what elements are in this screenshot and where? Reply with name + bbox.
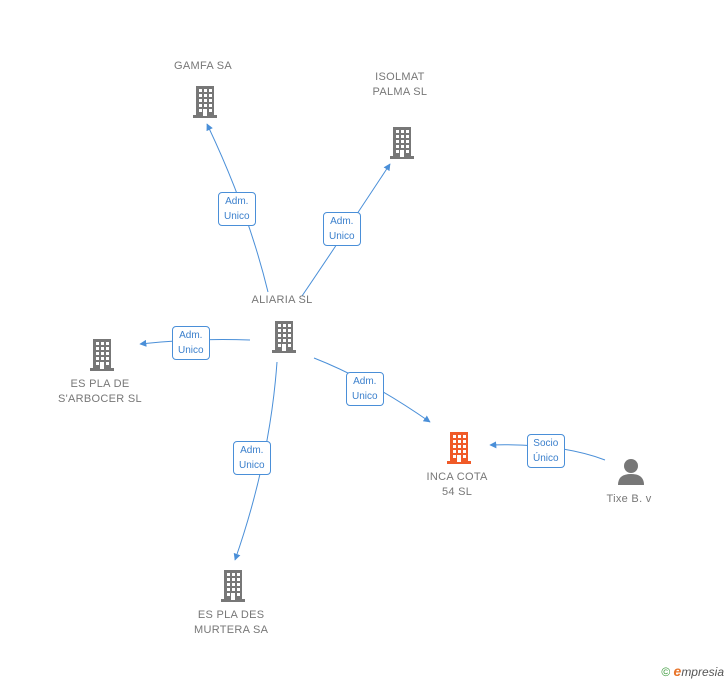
edge-label-line: Adm. — [240, 445, 264, 456]
copyright-symbol: © — [661, 665, 671, 679]
edge-label-line: Unico — [329, 231, 355, 242]
node-label-tixe[interactable]: Tixe B. v — [607, 492, 652, 507]
node-label-incacota[interactable]: INCA COTA 54 SL — [427, 470, 488, 500]
node-label-line: ALIARIA SL — [251, 294, 313, 306]
node-label-line: PALMA SL — [372, 86, 428, 98]
edge-label-line: Adm. — [353, 376, 377, 387]
node-label-line: Tixe B. v — [606, 493, 652, 505]
edge-label-line: Adm. — [225, 196, 249, 207]
node-label-line: 54 SL — [441, 486, 473, 498]
edge-label-aliaria-esplamurt[interactable]: Adm. Unico — [233, 441, 271, 475]
edge-label-line: Unico — [178, 345, 204, 356]
empresia-footer: © empresia — [661, 663, 724, 679]
edge-label-aliaria-incacota[interactable]: Adm. Unico — [346, 372, 384, 406]
edge-label-line: Unico — [239, 460, 265, 471]
node-label-line: S'ARBOCER SL — [58, 393, 142, 405]
node-label-aliaria[interactable]: ALIARIA SL — [252, 293, 313, 308]
edge-label-aliaria-isolmat[interactable]: Adm. Unico — [323, 212, 361, 246]
node-label-isolmat[interactable]: ISOLMAT PALMA SL — [373, 70, 428, 100]
node-label-line: ISOLMAT — [375, 71, 425, 83]
node-label-line: MURTERA SA — [194, 624, 269, 636]
node-label-esplamurt[interactable]: ES PLA DES MURTERA SA — [194, 608, 268, 638]
empresia-logo-text: mpresia — [681, 665, 724, 679]
empresia-logo-e: e — [673, 663, 682, 679]
building-icon-esplasarb[interactable] — [90, 339, 114, 371]
edge-label-line: Socio — [533, 438, 559, 449]
node-label-line: ES PLA DE — [70, 378, 130, 390]
edge-label-line: Adm. — [330, 216, 354, 227]
building-icon-incacota[interactable] — [447, 432, 471, 464]
building-icon-isolmat[interactable] — [390, 127, 414, 159]
node-label-line: ES PLA DES — [197, 609, 265, 621]
edge-label-aliaria-gamfa[interactable]: Adm. Unico — [218, 192, 256, 226]
node-label-esplasarb[interactable]: ES PLA DE S'ARBOCER SL — [58, 377, 142, 407]
building-icon-esplamurt[interactable] — [221, 570, 245, 602]
person-icon-tixe[interactable] — [618, 459, 644, 485]
node-label-line: INCA COTA — [426, 471, 488, 483]
building-icon-aliaria[interactable] — [272, 321, 296, 353]
edge-label-line: Único — [533, 453, 559, 464]
edge-label-line: Adm. — [179, 330, 203, 341]
edge-label-line: Unico — [224, 211, 250, 222]
building-icon-gamfa[interactable] — [193, 86, 217, 118]
node-label-line: GAMFA SA — [174, 60, 233, 72]
node-label-gamfa[interactable]: GAMFA SA — [174, 59, 232, 74]
edge-label-aliaria-esplasarb[interactable]: Adm. Unico — [172, 326, 210, 360]
edge-label-line: Unico — [352, 391, 378, 402]
